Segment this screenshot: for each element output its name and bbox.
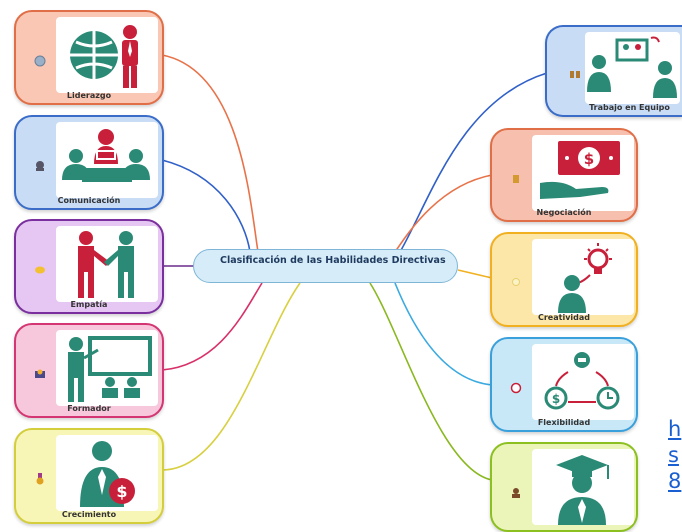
idea-bulb-icon [532,239,634,315]
smile-mini-icon [35,266,45,274]
link-char: h [668,417,682,441]
node-label: Liderazgo [66,91,112,100]
coin-mini-icon [513,175,519,183]
node-label: Negociación [536,208,592,217]
globe-mini-icon [34,55,46,67]
team-mini-icon [570,71,580,78]
node-flexibilidad[interactable]: $ Flexibilidad [490,337,638,432]
teacher-mini-icon [35,369,45,378]
node-label: Trabajo en Equipo [589,103,670,112]
teamwork-icon [585,32,680,104]
svg-text:$: $ [584,150,594,168]
connector-crecimiento [161,282,301,471]
node-empatia[interactable]: Empatía [14,219,164,314]
node-creatividad[interactable]: Creatividad [490,232,638,327]
teacher-board-icon [56,330,158,406]
communication-icon [56,122,158,198]
connector-comunicacion [161,159,251,253]
node-label: Comunicación [57,196,121,205]
medal-mini-icon [36,473,44,485]
connector-flexibilidad [394,282,493,386]
node-label: Crecimiento [61,510,117,519]
node-liderazgo[interactable]: Liderazgo [14,10,164,105]
node-label: Empatía [70,300,108,309]
money-hand-icon: $ [532,135,634,211]
bulb-mini-icon [512,278,520,286]
connector-negociacion [394,174,493,253]
svg-text:$: $ [552,392,560,406]
node-graduado[interactable] [490,442,638,532]
node-formador[interactable]: Formador [14,323,164,418]
clock-mini-icon [510,382,522,394]
connector-graduado [369,282,493,481]
leadership-globe-icon [56,17,158,93]
connector-formador [161,282,263,371]
node-label: Formador [67,404,111,413]
cropped-link[interactable]: h s 8 [668,416,682,494]
flexibility-cycle-icon: $ [532,344,634,420]
central-topic-label: Clasificación de las Habilidades Directi… [220,255,446,266]
central-topic[interactable]: Clasificación de las Habilidades Directi… [193,249,458,283]
svg-text:$: $ [116,482,127,501]
people-mini-icon [36,161,44,171]
node-label: Flexibilidad [537,418,591,427]
node-trabajo[interactable]: Trabajo en Equipo [545,25,682,117]
handshake-icon [56,226,158,302]
link-char: 8 [668,469,682,493]
connector-creatividad [457,269,493,279]
graduate-icon [532,449,634,525]
node-label: Creatividad [537,313,590,322]
growth-money-icon: $ [56,435,158,511]
person-mini-icon [512,488,520,498]
node-comunicacion[interactable]: Comunicación [14,115,164,210]
node-negociacion[interactable]: $ Negociación [490,128,638,222]
link-char: s [668,443,679,467]
connector-liderazgo [161,54,259,253]
node-crecimiento[interactable]: $ Crecimiento [14,428,164,524]
